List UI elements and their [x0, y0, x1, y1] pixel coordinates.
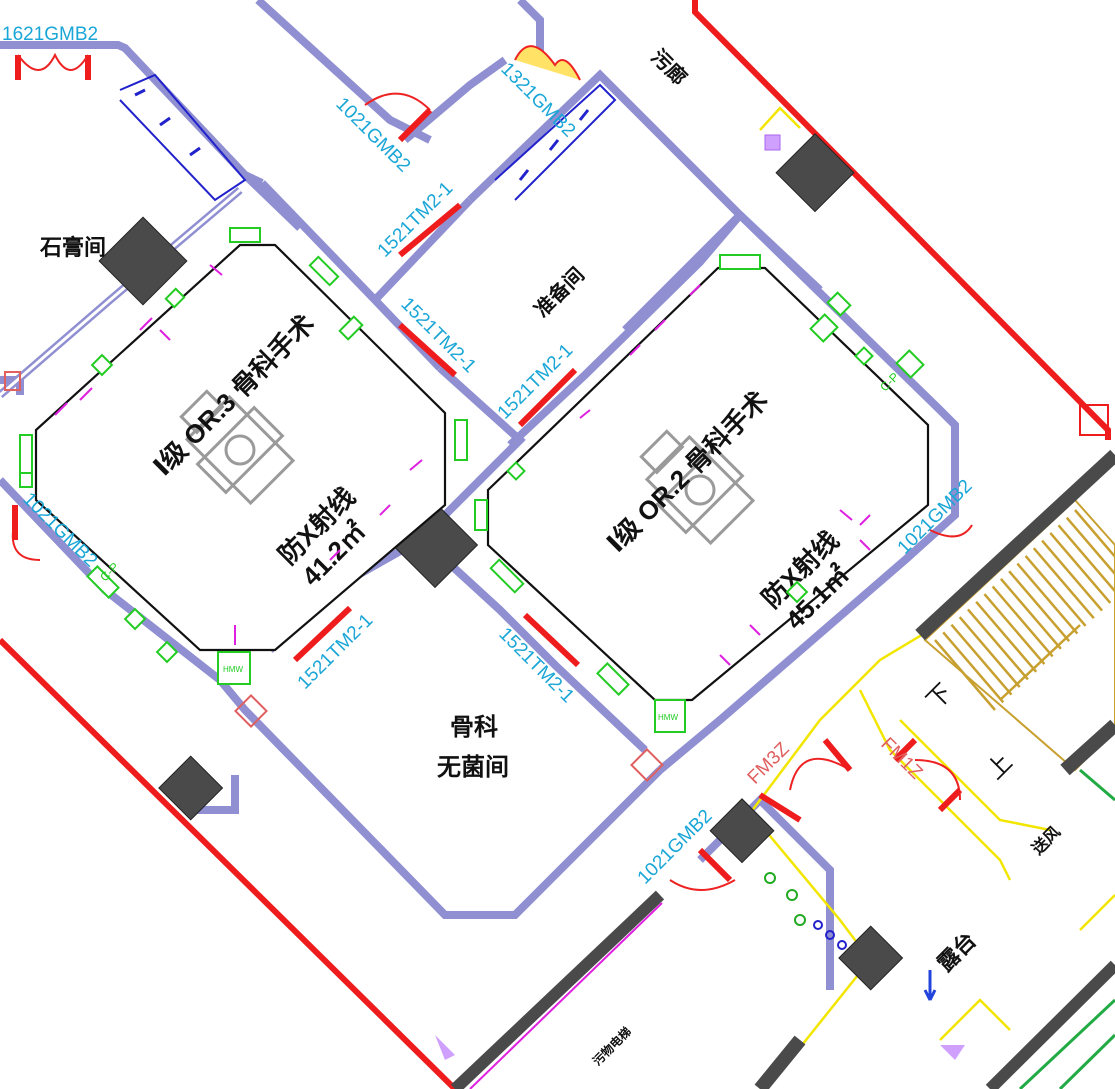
wall-marker	[749, 624, 761, 636]
door-fm1z-label: FM1Z	[876, 734, 926, 784]
dirty-corridor-label: 污廊	[647, 44, 692, 89]
columns	[98, 133, 904, 991]
stair-tread	[975, 600, 1038, 673]
equipment-box	[86, 565, 120, 599]
wall-marker	[79, 387, 93, 401]
doors	[11, 45, 973, 891]
door-tm-or2-bottom-label: 1521TM2-1	[494, 624, 578, 708]
prep-room-label: 准备间	[529, 262, 588, 321]
storage-outline	[119, 73, 617, 202]
dirty-elevator-label: 污物电梯	[589, 1024, 634, 1069]
equipment-box	[826, 291, 852, 317]
stair-tread	[1049, 532, 1112, 604]
plaster-room-label: 石膏间	[39, 235, 106, 260]
or3-operating-table	[179, 389, 296, 506]
wall-marker	[409, 459, 423, 471]
wall-marker	[159, 329, 171, 341]
equipment-box	[338, 315, 364, 341]
stair-tread	[958, 616, 1021, 688]
equipment-box	[785, 580, 809, 604]
stair-tread	[1032, 547, 1095, 620]
stair-up-label: 上	[982, 749, 1018, 785]
stair-tread	[1016, 562, 1079, 635]
stair-tread	[1024, 555, 1087, 627]
equipment-box	[19, 434, 33, 476]
or2-operating-table	[639, 429, 756, 546]
wall-marker	[209, 264, 223, 276]
wall-marker	[139, 317, 153, 331]
door-1621-label: 1621GMB2	[2, 24, 98, 45]
equipment-box	[164, 287, 186, 309]
or3-room: Ⅰ级 OR.3 骨科手术 防X射线 41.2㎡	[34, 243, 447, 652]
stair-tread	[950, 623, 1013, 696]
wall-marker	[579, 409, 591, 419]
equipment-box	[506, 461, 526, 481]
wall-marker	[859, 539, 871, 551]
wall-marker	[859, 514, 871, 526]
small-fixtures	[4, 134, 965, 1060]
elevator-walls	[450, 890, 1115, 1089]
stair-handrail	[999, 624, 1081, 701]
equipment-box	[809, 313, 839, 343]
wall-marker	[329, 549, 341, 561]
equipment-box	[19, 472, 33, 488]
stair-tread	[999, 578, 1062, 650]
equipment-box	[895, 349, 925, 379]
equipment-box	[454, 419, 468, 461]
stair-tread	[1041, 539, 1104, 612]
or2-hm-label: HMW	[658, 713, 678, 722]
wall-marker	[379, 504, 391, 516]
equipment-box	[90, 353, 114, 377]
equipment-box	[155, 640, 179, 664]
equipment-box	[229, 227, 261, 243]
balcony-label: 露台	[932, 927, 981, 976]
marker-group	[54, 264, 871, 666]
equipment-box	[123, 607, 147, 631]
stair-tread	[991, 585, 1054, 658]
sterile-room-label-1: 骨科	[450, 714, 498, 741]
elevator-fixtures	[764, 872, 937, 1001]
stair-tread	[942, 631, 1005, 704]
stair-tread	[983, 593, 1046, 665]
staircase: 下 上	[915, 449, 1115, 802]
equipment-box	[596, 662, 630, 696]
wall-marker	[629, 344, 641, 356]
equipment-box	[854, 346, 874, 366]
wall-marker	[689, 284, 701, 296]
stair-tread	[966, 608, 1029, 681]
stair-tread	[1008, 570, 1071, 642]
equipment-box	[474, 499, 488, 531]
stair-tread	[1057, 524, 1115, 594]
door-1021-bottom-label: 1021GMB2	[634, 806, 717, 889]
stair-tread	[934, 639, 996, 711]
sterile-room-label-2: 无菌间	[437, 754, 509, 781]
equipment-box	[489, 558, 525, 594]
equipment-box	[308, 255, 340, 287]
wall-marker	[719, 654, 731, 666]
equipment-group	[19, 227, 925, 696]
wall-marker	[654, 319, 666, 331]
stair-down-label: 下	[922, 679, 958, 715]
wall-marker	[839, 509, 853, 521]
stair-tread	[1074, 509, 1115, 559]
wall-marker	[54, 402, 68, 416]
equipment-box	[719, 254, 761, 270]
or3-hm-label: HMW	[223, 665, 243, 674]
stair-tread	[1065, 516, 1115, 576]
